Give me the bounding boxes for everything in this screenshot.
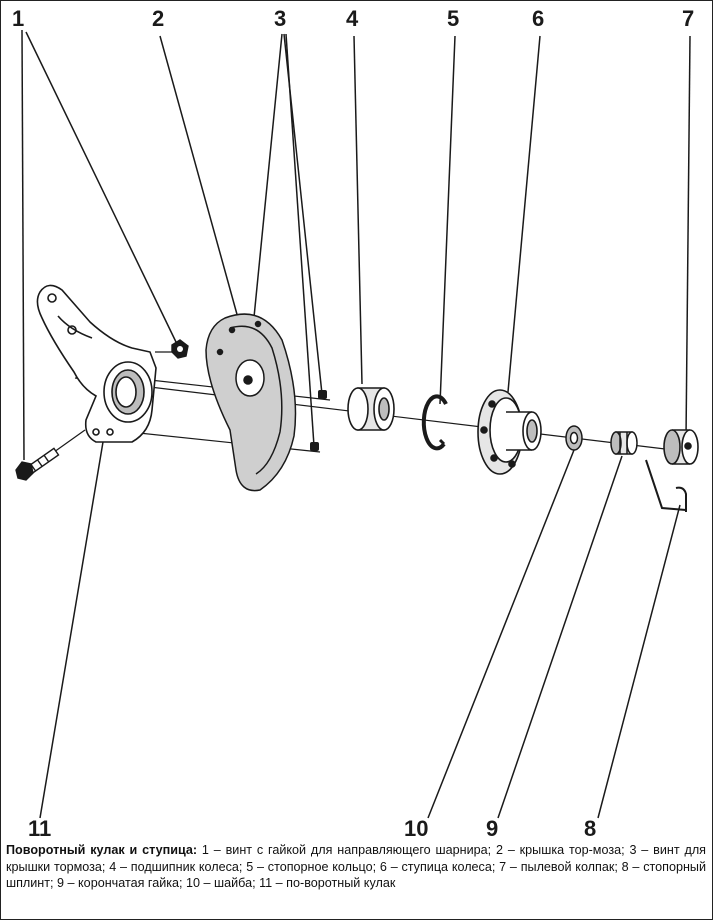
cotter-pin <box>645 459 687 512</box>
callout-numbers: 1 2 3 4 5 6 7 8 9 10 11 <box>12 6 694 840</box>
bolt-with-nut <box>15 339 189 481</box>
callout-5: 5 <box>447 6 459 31</box>
caption-text: 1 – винт с гайкой для направляющего шарн… <box>6 843 706 890</box>
dust-cap <box>663 429 699 465</box>
exploded-assembly-drawing: 1 2 3 4 5 6 7 8 9 10 11 <box>12 6 699 840</box>
wheel-hub <box>477 389 542 475</box>
callout-7: 7 <box>682 6 694 31</box>
castle-nut <box>610 431 638 455</box>
caption-title: Поворотный кулак и ступица: <box>6 843 198 857</box>
callout-10: 10 <box>404 816 428 840</box>
figure-caption: Поворотный кулак и ступица: 1 – винт с г… <box>6 842 706 892</box>
brake-cover-screws <box>310 390 327 451</box>
washer <box>565 425 583 451</box>
callout-3: 3 <box>274 6 286 31</box>
callout-6: 6 <box>532 6 544 31</box>
callout-9: 9 <box>486 816 498 840</box>
wheel-bearing <box>347 387 395 431</box>
callout-2: 2 <box>152 6 164 31</box>
callout-1: 1 <box>12 6 24 31</box>
callout-4: 4 <box>346 6 359 31</box>
callout-11: 11 <box>28 816 51 840</box>
steering-knuckle <box>36 284 157 443</box>
callout-8: 8 <box>584 816 596 840</box>
retaining-ring <box>421 394 448 451</box>
brake-cover <box>205 313 297 492</box>
